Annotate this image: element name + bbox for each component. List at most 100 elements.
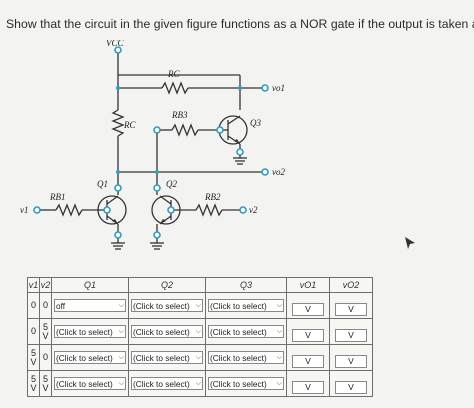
q2-dropdown-value: (Click to select) bbox=[133, 352, 190, 363]
table-row: 0 0 off⌵ (Click to select)⌵ (Click to se… bbox=[27, 292, 373, 319]
q2-dropdown-value: (Click to select) bbox=[133, 378, 190, 389]
label-rb1: RB1 bbox=[49, 192, 66, 202]
vo1-input[interactable]: V bbox=[292, 380, 324, 394]
chevron-down-icon: ⌵ bbox=[276, 353, 282, 361]
header-vo2: vO2 bbox=[329, 277, 373, 293]
cell-v1: 0 bbox=[27, 318, 40, 345]
q3-dropdown[interactable]: (Click to select) ⌵ bbox=[208, 351, 284, 364]
answer-table-wrapper: v1 v2 Q1 Q2 Q3 vO1 vO2 0 0 off ⌵ (Click t… bbox=[27, 277, 373, 397]
cell-vo1: V bbox=[286, 292, 330, 319]
label-rc-top: RC bbox=[167, 69, 180, 79]
vo2-input[interactable]: V bbox=[335, 302, 367, 316]
chevron-down-icon: ⌵ bbox=[195, 353, 201, 361]
table-row: 0 5 V (Click to select) ⌵ (Click to selec… bbox=[27, 318, 373, 345]
q3-dropdown-value: (Click to select) bbox=[210, 352, 267, 363]
cell-q3: (Click to select) ⌵ bbox=[205, 370, 287, 397]
header-vo1: vO1 bbox=[286, 277, 330, 293]
circuit-diagram: VCC RC RC RB3 RB1 RB2 Q1 Q2 Q3 vo1 vo2 v… bbox=[20, 40, 285, 250]
chevron-down-icon: ⌵ bbox=[195, 327, 201, 335]
q2-dropdown-value: (Click to select) bbox=[133, 300, 190, 311]
table-header-row: v1 v2 Q1 Q2 Q3 vO1 vO2 bbox=[27, 277, 373, 293]
cell-q3: (Click to select) ⌵ bbox=[205, 344, 287, 371]
cell-q1: (Click to select) ⌵ bbox=[51, 344, 129, 371]
cell-q1: (Click to select) ⌵ bbox=[51, 370, 129, 397]
cell-vo1: V bbox=[286, 344, 330, 371]
chevron-down-icon: ⌵ bbox=[118, 301, 124, 309]
cell-q2: (Click to select) ⌵ bbox=[128, 292, 206, 319]
vo1-input[interactable]: V bbox=[292, 302, 324, 316]
cell-vo2: V bbox=[329, 318, 373, 345]
cell-q3: (Click to select)⌵ bbox=[205, 292, 287, 319]
cell-v2: 0 bbox=[39, 344, 52, 371]
label-q1: Q1 bbox=[97, 179, 108, 189]
header-q3: Q3 bbox=[205, 277, 287, 293]
q1-dropdown-value: off bbox=[56, 300, 66, 311]
cell-v2: 5 V bbox=[39, 318, 52, 345]
header-q2: Q2 bbox=[128, 277, 206, 293]
q2-dropdown[interactable]: (Click to select) ⌵ bbox=[131, 325, 203, 338]
vo2-input[interactable]: V bbox=[335, 380, 367, 394]
q1-dropdown[interactable]: (Click to select) ⌵ bbox=[54, 377, 126, 390]
q3-dropdown-value: (Click to select) bbox=[210, 378, 267, 389]
chevron-down-icon: ⌵ bbox=[276, 379, 282, 387]
label-rb2: RB2 bbox=[204, 192, 221, 202]
cell-v2: 5 V bbox=[39, 370, 52, 397]
chevron-down-icon: ⌵ bbox=[118, 379, 124, 387]
label-rb3: RB3 bbox=[171, 110, 188, 120]
q2-dropdown[interactable]: (Click to select) ⌵ bbox=[131, 299, 203, 312]
cell-v1: 5 V bbox=[27, 344, 40, 371]
vo2-input[interactable]: V bbox=[335, 328, 367, 342]
label-v1: v1 bbox=[20, 205, 29, 215]
cell-q1: off ⌵ bbox=[51, 292, 129, 319]
question-text: Show that the circuit in the given figur… bbox=[6, 17, 474, 32]
cell-vo1: V bbox=[286, 370, 330, 397]
cell-v1: 5 V bbox=[27, 370, 40, 397]
label-v2: v2 bbox=[249, 205, 258, 215]
header-v2: v2 bbox=[39, 277, 52, 293]
label-vo1: vo1 bbox=[272, 83, 285, 93]
chevron-down-icon: ⌵ bbox=[195, 379, 201, 387]
label-q2: Q2 bbox=[166, 179, 177, 189]
cell-q2: (Click to select) ⌵ bbox=[128, 344, 206, 371]
q2-dropdown-value: (Click to select) bbox=[133, 326, 190, 337]
q3-dropdown[interactable]: (Click to select) ⌵ bbox=[208, 325, 284, 338]
mouse-cursor-icon bbox=[405, 237, 415, 249]
cell-q2: (Click to select) ⌵ bbox=[128, 370, 206, 397]
q3-dropdown[interactable]: (Click to select)⌵ bbox=[208, 299, 284, 312]
vo1-input[interactable]: V bbox=[292, 328, 324, 342]
chevron-down-icon: ⌵ bbox=[276, 327, 282, 335]
cell-q3: (Click to select) ⌵ bbox=[205, 318, 287, 345]
header-q1: Q1 bbox=[51, 277, 129, 293]
cell-q2: (Click to select) ⌵ bbox=[128, 318, 206, 345]
q2-dropdown[interactable]: (Click to select) ⌵ bbox=[131, 377, 203, 390]
label-vo2: vo2 bbox=[272, 167, 285, 177]
chevron-down-icon: ⌵ bbox=[276, 301, 282, 309]
q3-dropdown[interactable]: (Click to select) ⌵ bbox=[208, 377, 284, 390]
chevron-down-icon: ⌵ bbox=[118, 353, 124, 361]
q1-dropdown[interactable]: (Click to select) ⌵ bbox=[54, 325, 126, 338]
question-body: Show that the circuit in the given figur… bbox=[6, 17, 474, 31]
vo1-input[interactable]: V bbox=[292, 354, 324, 368]
q1-dropdown-value: (Click to select) bbox=[56, 326, 113, 337]
q3-dropdown-value: (Click to select) bbox=[210, 326, 267, 337]
cell-vo1: V bbox=[286, 318, 330, 345]
label-rc-left: RC bbox=[123, 120, 136, 130]
chevron-down-icon: ⌵ bbox=[195, 301, 201, 309]
answer-table: v1 v2 Q1 Q2 Q3 vO1 vO2 0 0 off ⌵ (Click t… bbox=[27, 277, 373, 397]
vo2-input[interactable]: V bbox=[335, 354, 367, 368]
q1-dropdown-value: (Click to select) bbox=[56, 378, 113, 389]
q1-dropdown[interactable]: off ⌵ bbox=[54, 299, 126, 312]
q1-dropdown-value: (Click to select) bbox=[56, 352, 113, 363]
q1-dropdown[interactable]: (Click to select) ⌵ bbox=[54, 351, 126, 364]
table-row: 5 V 5 V (Click to select) ⌵ (Click to sel… bbox=[27, 370, 373, 397]
cell-q1: (Click to select) ⌵ bbox=[51, 318, 129, 345]
label-q3: Q3 bbox=[250, 118, 261, 128]
cell-vo2: V bbox=[329, 292, 373, 319]
chevron-down-icon: ⌵ bbox=[118, 327, 124, 335]
cell-v1: 0 bbox=[27, 292, 40, 319]
label-vcc: VCC bbox=[106, 40, 125, 48]
cell-v2: 0 bbox=[39, 292, 52, 319]
q2-dropdown[interactable]: (Click to select) ⌵ bbox=[131, 351, 203, 364]
header-v1: v1 bbox=[27, 277, 40, 293]
table-row: 5 V 0 (Click to select) ⌵ (Click to selec… bbox=[27, 344, 373, 371]
